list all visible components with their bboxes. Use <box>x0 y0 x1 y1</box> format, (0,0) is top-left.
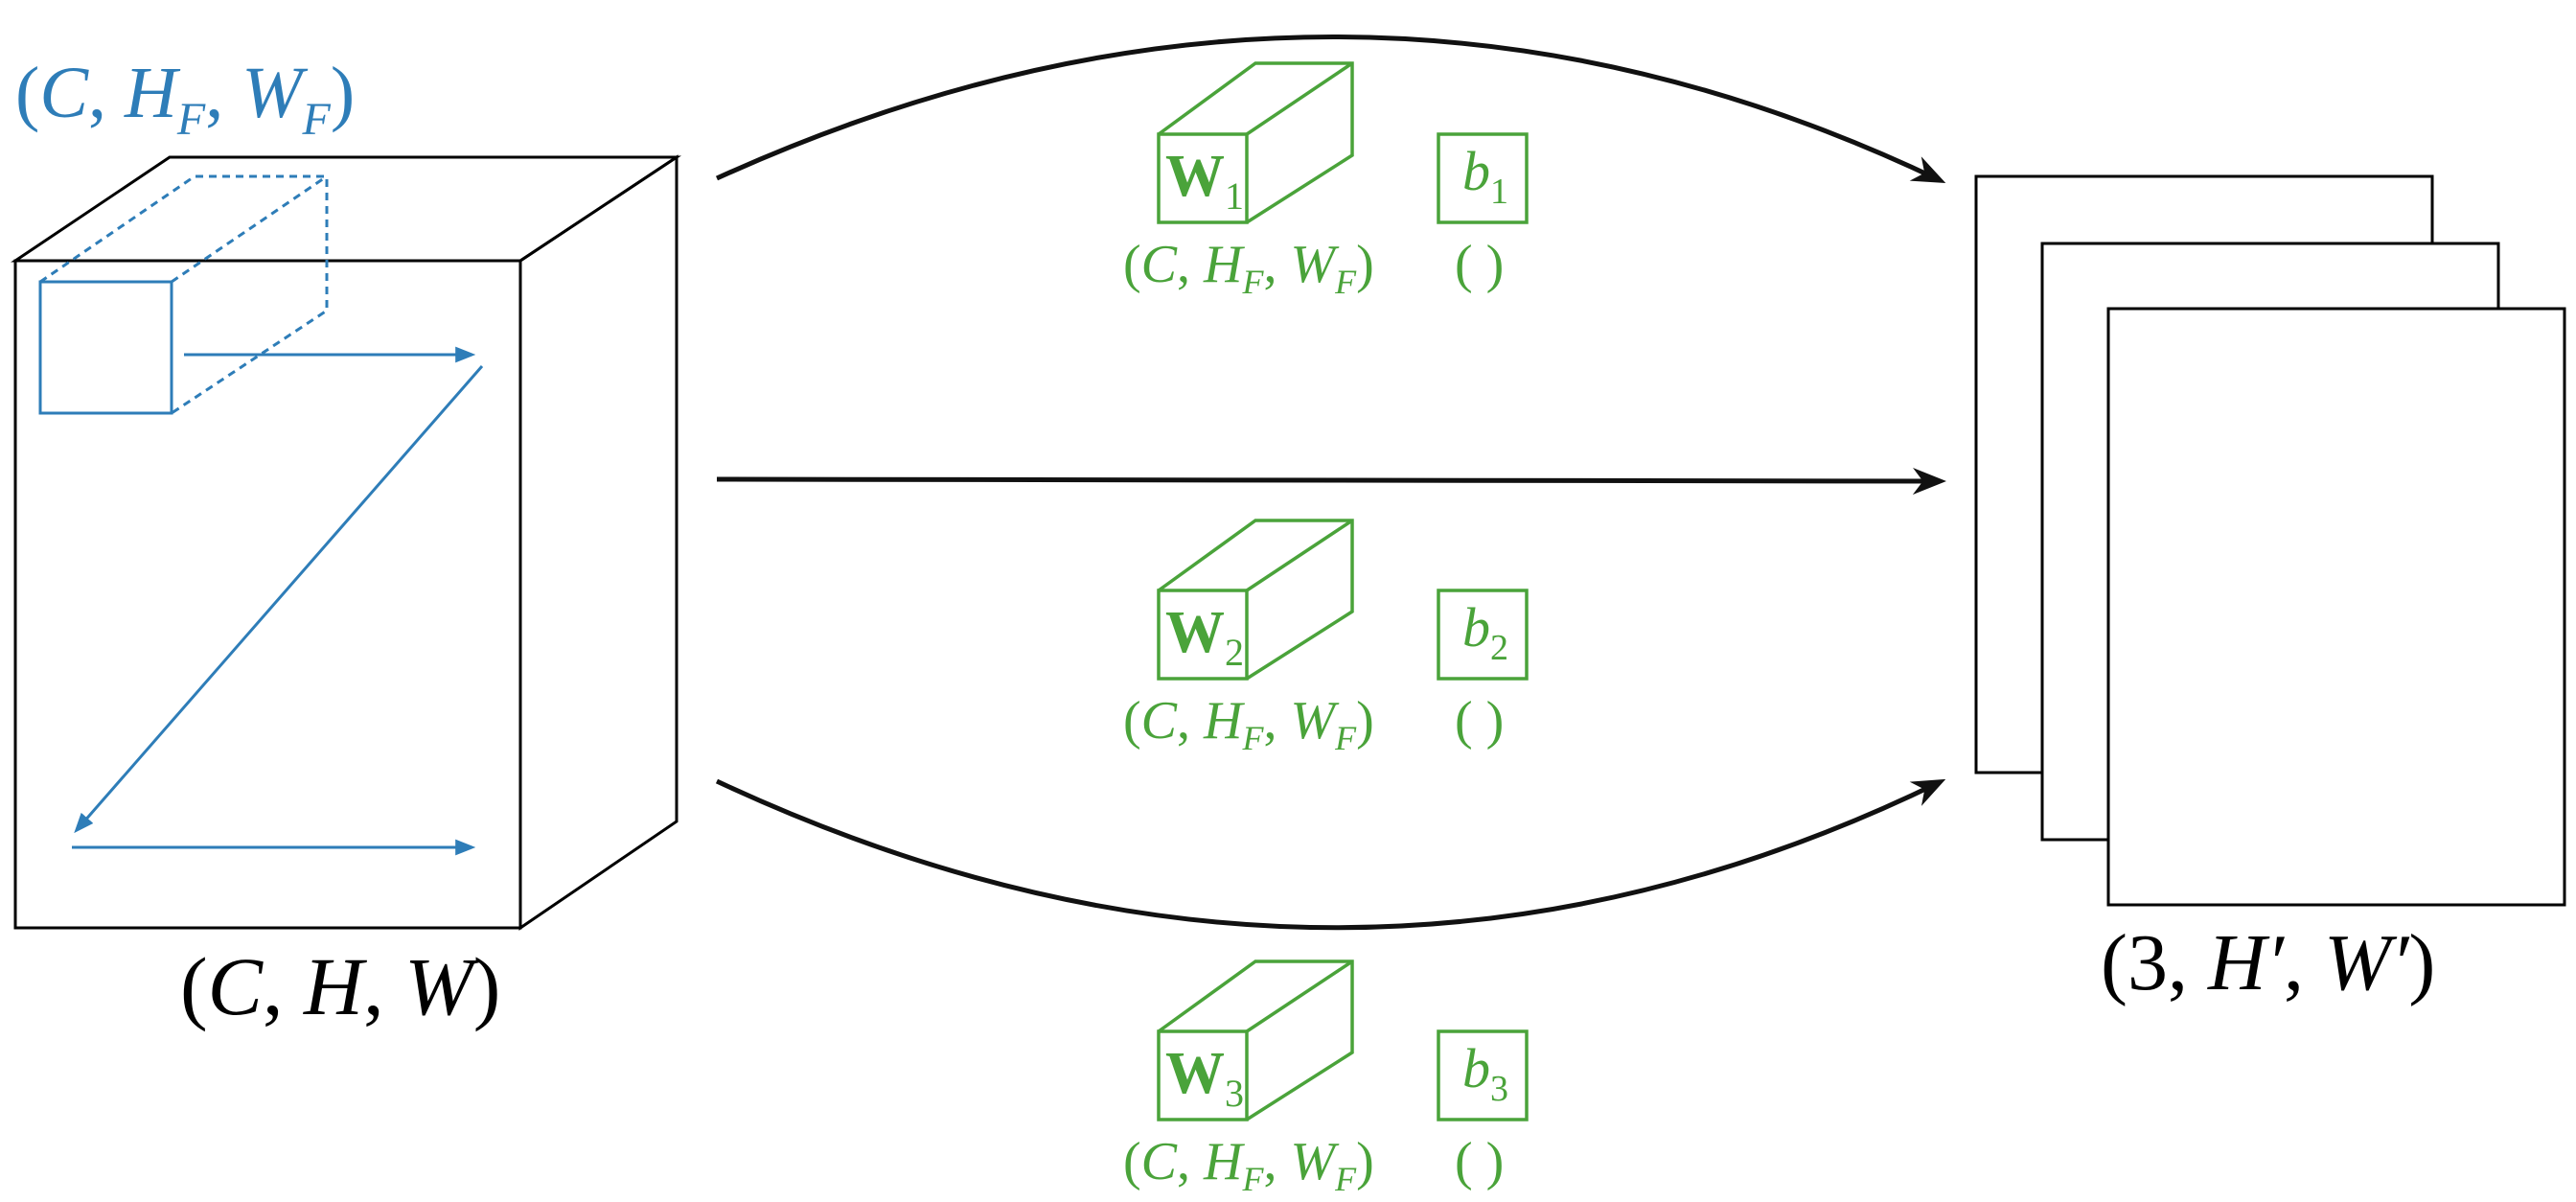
bias-label-3: b3 <box>1462 1037 1508 1109</box>
filter-3: W3 b3 (C, HF, WF) ( ) <box>1123 959 1529 1198</box>
bias-box-1: b1 <box>1437 132 1529 224</box>
input-volume <box>11 154 681 931</box>
bias-box-2: b2 <box>1437 589 1529 681</box>
bias-shape-label-3: ( ) <box>1455 1132 1504 1191</box>
weight-cube-2: W2 <box>1157 519 1354 681</box>
output-maps <box>1974 174 2566 907</box>
weight-label-2: W2 <box>1165 600 1244 674</box>
input-shape-label: (C, H, W) <box>180 940 500 1032</box>
flow-arrow-top <box>715 35 1946 184</box>
output-map-3 <box>2106 307 2566 907</box>
weight-cube-1: W1 <box>1157 61 1354 224</box>
bias-shape-label-1: ( ) <box>1455 235 1504 294</box>
filter-shape-label: (C, HF, WF) <box>15 53 355 145</box>
bias-label-1: b1 <box>1462 140 1508 212</box>
flow-arrow-bottom <box>715 778 1946 931</box>
weight-shape-label-2: (C, HF, WF) <box>1123 691 1374 757</box>
output-shape-label: (3, H′, W′) <box>2101 918 2435 1007</box>
bias-box-3: b3 <box>1437 1029 1529 1121</box>
weight-label-1: W1 <box>1165 144 1244 218</box>
bias-label-2: b2 <box>1462 596 1508 668</box>
weight-shape-label-3: (C, HF, WF) <box>1123 1132 1374 1198</box>
weight-label-3: W3 <box>1165 1041 1244 1115</box>
slide-path <box>72 346 484 856</box>
filter-2: W2 b2 (C, HF, WF) ( ) <box>1123 519 1529 757</box>
weight-cube-3: W3 <box>1157 959 1354 1121</box>
filter-1: W1 b1 (C, HF, WF) ( ) <box>1123 61 1529 301</box>
filter-window <box>38 174 329 415</box>
weight-shape-label-1: (C, HF, WF) <box>1123 235 1374 301</box>
bias-shape-label-2: ( ) <box>1455 691 1504 751</box>
flow-arrow-middle <box>716 467 1946 495</box>
flow-arrows <box>715 35 1946 931</box>
slide-arrow-diagonal <box>74 365 484 834</box>
